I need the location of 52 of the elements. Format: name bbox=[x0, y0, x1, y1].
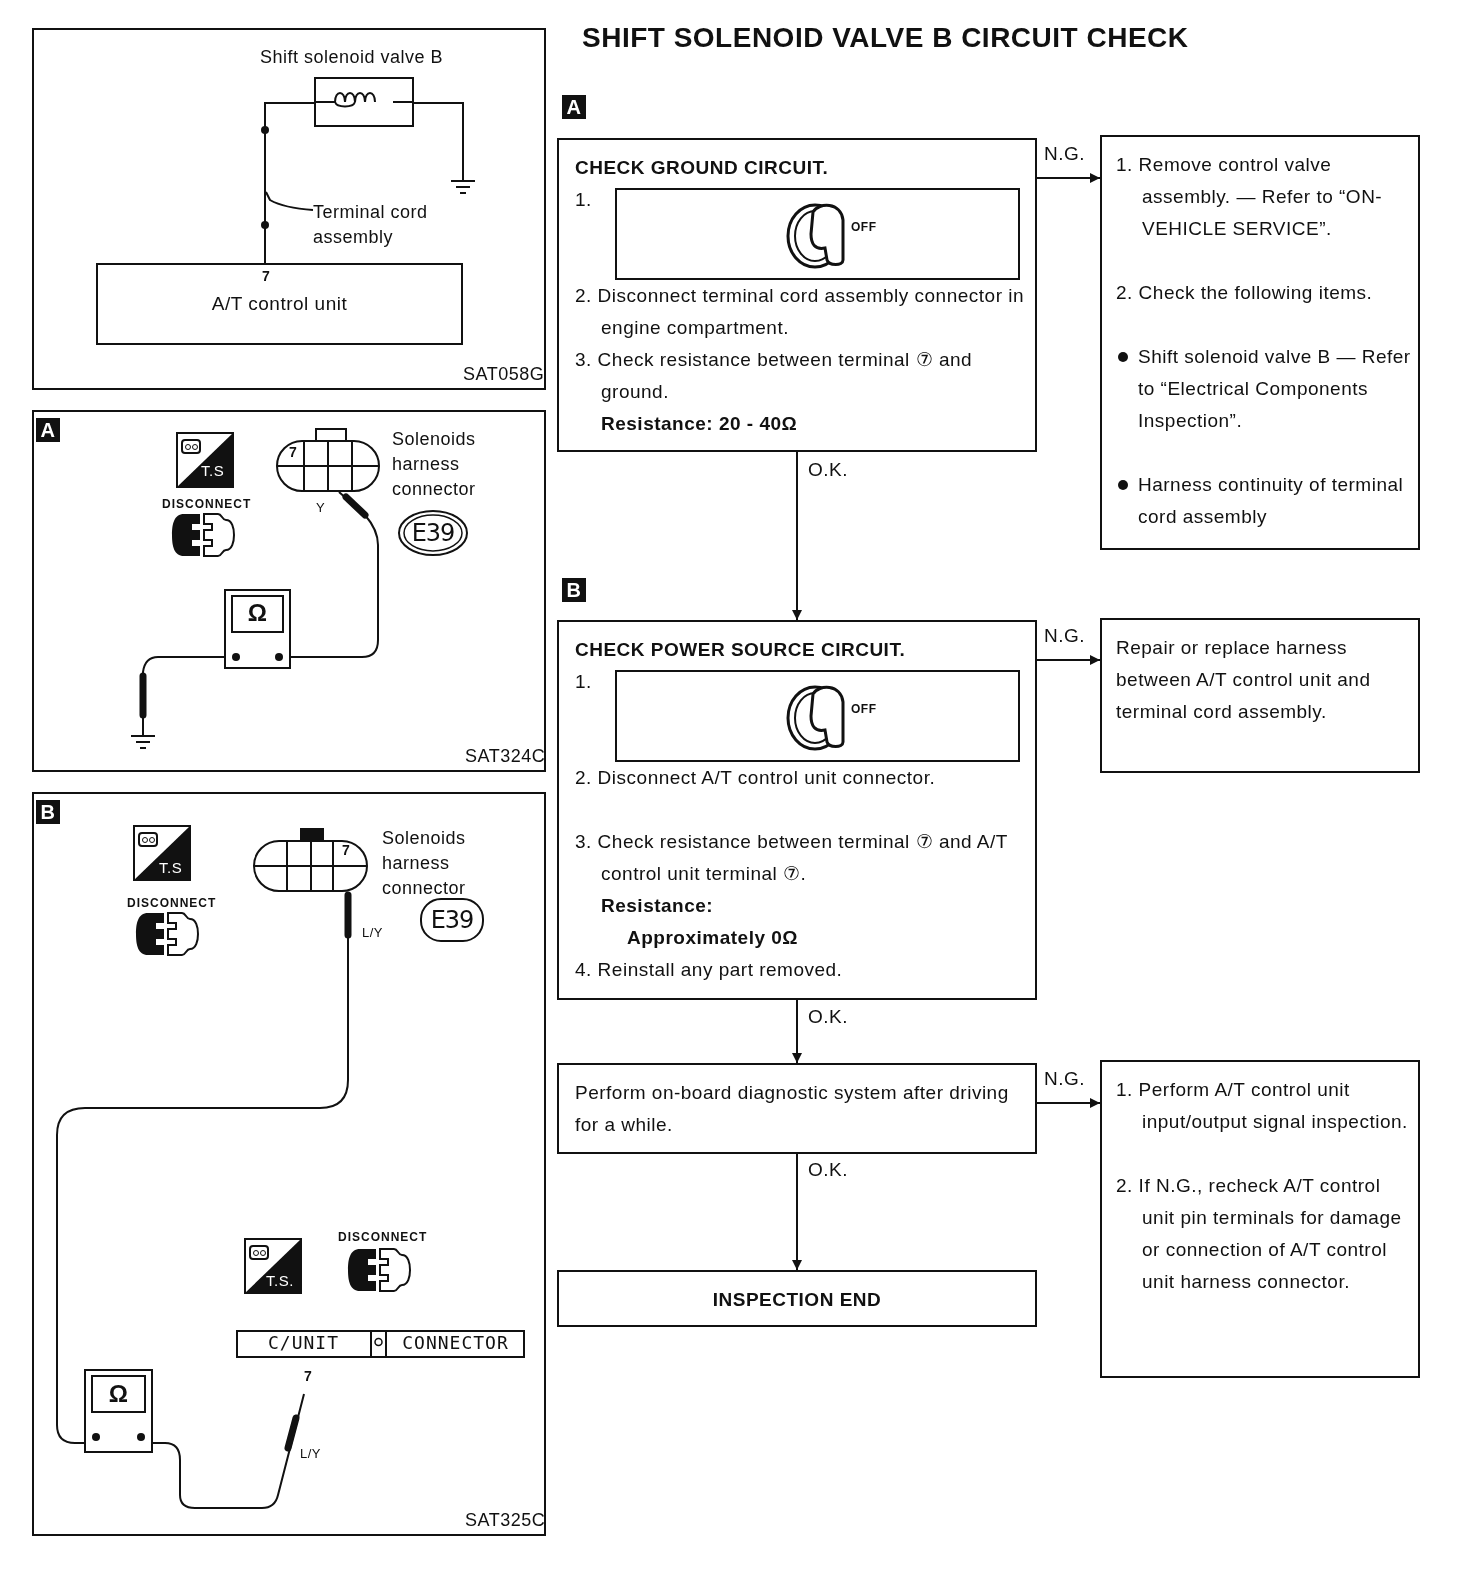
component-label: Solenoids harness connector bbox=[392, 428, 477, 501]
bar-label: C/UNIT bbox=[267, 1331, 340, 1355]
instruction-text: 3. Check resistance between terminal ⑦ and ground. bbox=[575, 348, 974, 404]
instruction-text: 3. Check resistance between terminal ⑦ and A/T control unit terminal ⑦. bbox=[575, 830, 1009, 886]
spec-text: Resistance: bbox=[601, 894, 714, 918]
pin-number: 7 bbox=[289, 444, 298, 460]
unit-label: A/T control unit bbox=[210, 292, 349, 316]
component-label: Solenoids harness connector bbox=[382, 827, 467, 900]
icon-caption: DISCONNECT bbox=[338, 1230, 428, 1244]
instruction-text: Repair or replace harness between A/T control unit and terminal cord assembly. bbox=[1116, 636, 1372, 724]
icon-caption: DISCONNECT bbox=[127, 896, 217, 910]
step-number: 1. bbox=[575, 188, 592, 212]
spec-text: Approximately 0Ω bbox=[627, 926, 799, 950]
instruction-text: Shift solenoid valve B — Refer to “Electrical Components Inspection”. bbox=[1116, 341, 1416, 437]
figure-code: SAT324C bbox=[465, 745, 546, 768]
connector-code: E39 bbox=[429, 906, 475, 934]
icon-caption: T.S bbox=[159, 860, 183, 876]
bar-label: CONNECTOR bbox=[401, 1331, 510, 1355]
instruction-text: 4. Reinstall any part removed. bbox=[575, 958, 844, 982]
switch-state-text: OFF bbox=[851, 220, 877, 234]
component-label: Shift solenoid valve B bbox=[260, 46, 445, 69]
instruction-text: 2. Disconnect A/T control unit connector. bbox=[575, 766, 937, 790]
figure-code: SAT325C bbox=[465, 1509, 546, 1532]
instruction-text: Perform on-board diagnostic system after driving for a while. bbox=[575, 1081, 1010, 1137]
step-number: 1. bbox=[575, 670, 592, 694]
instruction-text: 2. If N.G., recheck A/T control unit pin terminals for damage or connection of A/T control unit harness connector. bbox=[1116, 1174, 1403, 1294]
instruction-text: Harness continuity of terminal cord assembly bbox=[1116, 469, 1416, 533]
icon-caption: T.S bbox=[201, 463, 225, 479]
callout-label: Terminal cord assembly bbox=[313, 201, 429, 249]
pin-number: 7 bbox=[342, 842, 351, 858]
step-heading: CHECK GROUND CIRCUIT. bbox=[575, 156, 829, 180]
instruction-text: 1. Perform A/T control unit input/output signal inspection. bbox=[1116, 1078, 1409, 1134]
pin-number: 7 bbox=[262, 268, 271, 284]
connector-code: E39 bbox=[410, 519, 456, 547]
spec-text: Resistance: 20 - 40Ω bbox=[601, 412, 798, 436]
icon-caption: DISCONNECT bbox=[162, 497, 252, 511]
icon-caption: T.S. bbox=[266, 1273, 294, 1289]
step-heading: CHECK POWER SOURCE CIRCUIT. bbox=[575, 638, 906, 662]
instruction-text: 2. Check the following items. bbox=[1116, 281, 1374, 305]
section-letter: A bbox=[562, 95, 586, 119]
instruction-text: 1. Remove control valve assembly. — Refer to “ON-VEHICLE SERVICE”. bbox=[1116, 153, 1384, 241]
switch-state-text: OFF bbox=[851, 702, 877, 716]
unit-symbol: Ω bbox=[107, 1380, 130, 1408]
page-title: SHIFT SOLENOID VALVE B CIRCUIT CHECK bbox=[582, 21, 1189, 55]
figure-code: SAT058G bbox=[463, 363, 545, 386]
section-letter: B bbox=[562, 578, 586, 602]
instruction-text: 2. Disconnect terminal cord assembly connector in engine compartment. bbox=[575, 284, 1026, 340]
unit-symbol: Ω bbox=[246, 599, 269, 627]
section-letter: A bbox=[36, 418, 60, 442]
pin-number: 7 bbox=[304, 1368, 313, 1384]
end-text: INSPECTION END bbox=[711, 1288, 883, 1312]
section-letter: B bbox=[36, 800, 60, 824]
